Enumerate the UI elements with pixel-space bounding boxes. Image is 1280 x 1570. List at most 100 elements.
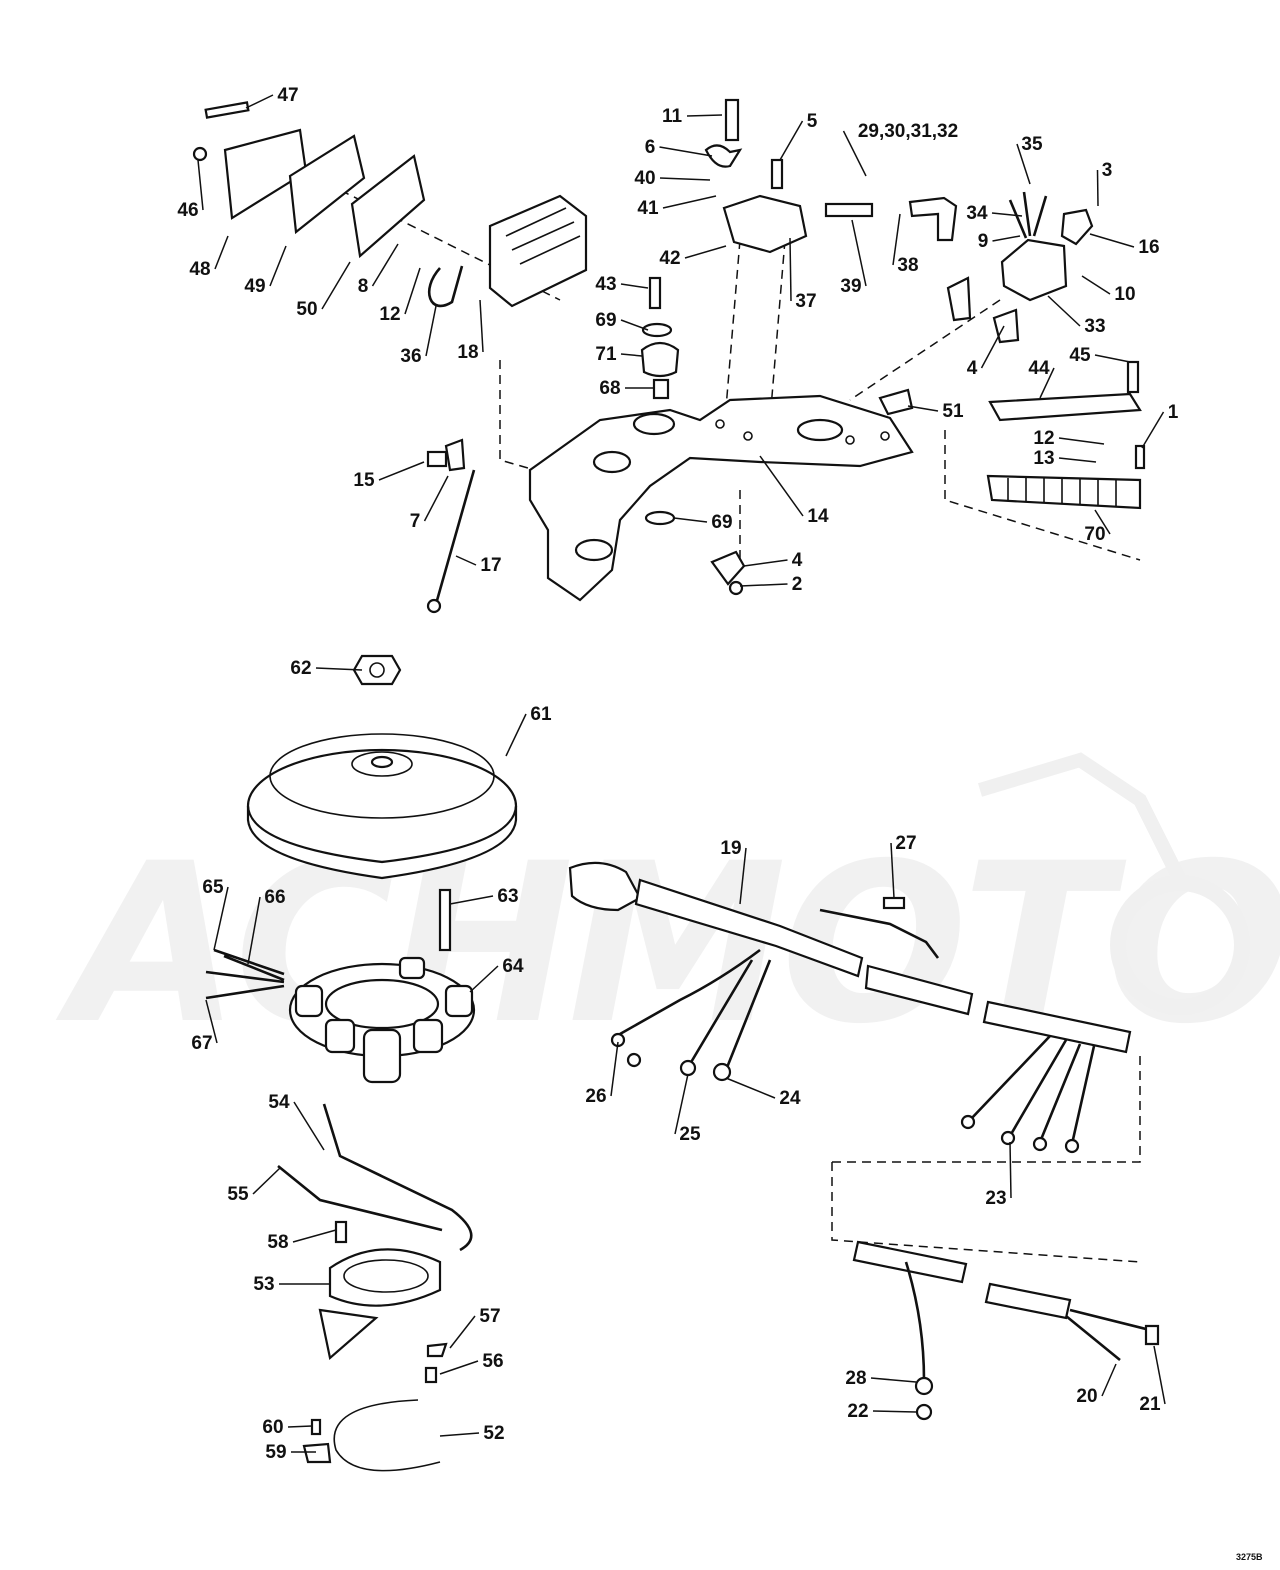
callout-leader-8 [371, 243, 399, 287]
callout-leader-50 [321, 261, 351, 310]
timer-base-53 [328, 1248, 442, 1307]
callout-number-18: 18 [457, 342, 478, 363]
callout-leader-60 [287, 1425, 313, 1428]
callout-leader-51 [907, 405, 939, 412]
callout-leader-3 [1096, 169, 1099, 207]
callout-number-69: 69 [711, 512, 732, 533]
callout-leader-62 [315, 667, 363, 671]
callout-number-69: 69 [595, 310, 616, 331]
callout-number-52: 52 [483, 1423, 504, 1444]
retaining-ring-52 [333, 1399, 441, 1472]
callout-leader-12 [1058, 437, 1105, 445]
ground-lead-17 [434, 469, 476, 605]
callout-number-33: 33 [1084, 316, 1105, 337]
watermark-motorcycle [977, 752, 1187, 884]
callout-leader-70 [1094, 509, 1111, 535]
callout-number-23: 23 [985, 1188, 1006, 1209]
callout-leader-25 [674, 1073, 689, 1135]
lower-harness-group [852, 1240, 1160, 1421]
callout-leader-44 [1039, 367, 1055, 399]
callout-number-54: 54 [268, 1092, 290, 1113]
callout-number-42: 42 [659, 248, 680, 269]
callout-leader-57 [449, 1315, 476, 1349]
callout-number-57: 57 [479, 1306, 500, 1327]
timer-base-group [277, 1103, 473, 1472]
screw-15 [426, 450, 448, 468]
callout-leader-48 [214, 235, 229, 270]
callout-number-26: 26 [585, 1086, 606, 1107]
callout-leader-52 [439, 1432, 480, 1437]
callout-leader-56 [439, 1360, 479, 1375]
callout-leader-10 [1081, 275, 1111, 295]
callout-number-2: 2 [792, 574, 803, 595]
washer-69-lower [644, 510, 676, 526]
callout-number-20: 20 [1076, 1386, 1097, 1407]
callout-number-29-30-31-32: 29,30,31,32 [858, 121, 958, 142]
callout-leader-27 [890, 842, 895, 899]
watermark: АСНМОТО [55, 752, 1280, 1072]
callout-number-41: 41 [637, 198, 659, 219]
callout-number-34: 34 [966, 203, 988, 224]
callout-leader-34 [991, 212, 1023, 217]
callout-number-25: 25 [679, 1124, 701, 1145]
drawing-number: 3275B [1236, 1552, 1263, 1562]
callout-leader-9 [992, 235, 1021, 242]
clip-59 [302, 1442, 332, 1464]
callout-leader-13 [1058, 457, 1097, 463]
callout-leader-14 [759, 455, 804, 517]
callout-number-19: 19 [720, 838, 741, 859]
callout-number-65: 65 [202, 877, 224, 898]
callout-number-17: 17 [480, 555, 501, 576]
terminal-board-group [986, 360, 1146, 510]
callout-number-49: 49 [244, 276, 265, 297]
grommet-71 [640, 341, 680, 378]
grommet-plate-33 [1000, 238, 1068, 302]
callout-leader-22 [872, 1410, 917, 1413]
callout-number-66: 66 [264, 887, 285, 908]
bolt-46 [192, 146, 208, 162]
callout-number-13: 13 [1033, 448, 1054, 469]
callout-number-24: 24 [779, 1088, 801, 1109]
callout-number-15: 15 [353, 470, 375, 491]
spark-plug-lead-39 [824, 202, 874, 218]
callout-number-12: 12 [379, 304, 400, 325]
ignition-coil-group [704, 98, 958, 254]
clamp-6 [704, 144, 743, 168]
callout-leader-35 [1016, 143, 1031, 185]
screw-45 [1126, 360, 1140, 394]
terminal-group [946, 191, 1094, 344]
callout-number-55: 55 [227, 1184, 249, 1205]
power-pack-group [192, 101, 588, 308]
screw-1 [1134, 444, 1146, 470]
clamp-51 [878, 388, 914, 416]
callout-leader-15 [378, 461, 425, 481]
callout-number-64: 64 [502, 956, 524, 977]
callout-number-53: 53 [253, 1274, 274, 1295]
callout-number-8: 8 [358, 276, 369, 297]
callout-number-4: 4 [792, 550, 803, 571]
spark-plug-boot-38 [908, 196, 958, 242]
callout-leader-38 [892, 213, 901, 266]
gasket-50 [350, 154, 426, 259]
callout-leader-6 [659, 146, 713, 157]
gasket-49 [288, 134, 366, 235]
callout-leader-65 [213, 886, 229, 951]
callout-number-44: 44 [1028, 358, 1050, 379]
bolt-43 [648, 276, 662, 310]
callout-number-16: 16 [1138, 237, 1159, 258]
clip-57 [426, 1342, 448, 1358]
callout-number-9: 9 [978, 231, 989, 252]
callout-number-70: 70 [1084, 524, 1105, 545]
screw-60 [310, 1418, 322, 1436]
callout-number-36: 36 [400, 346, 421, 367]
callout-number-4: 4 [967, 358, 978, 379]
bolt-47 [204, 101, 250, 119]
callout-number-68: 68 [599, 378, 620, 399]
callout-leader-24 [725, 1077, 776, 1099]
callout-number-6: 6 [645, 137, 656, 158]
callout-leader-42 [684, 245, 727, 259]
clamp-4-center [710, 550, 746, 586]
callout-number-22: 22 [847, 1401, 868, 1422]
eyelet-22 [915, 1403, 933, 1421]
